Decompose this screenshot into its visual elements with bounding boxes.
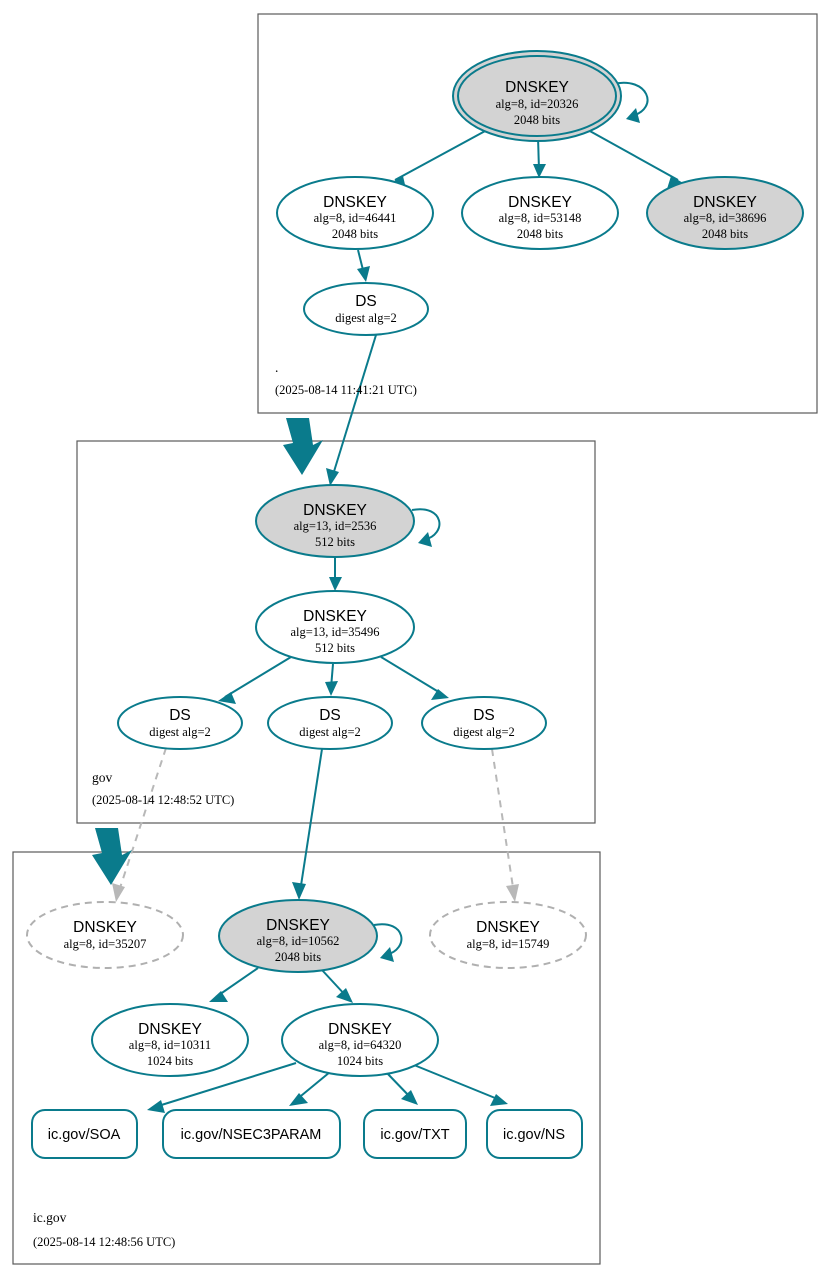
rrset-label: ic.gov/SOA	[48, 1127, 121, 1143]
rrset-label: ic.gov/NS	[503, 1127, 565, 1143]
node-dnskey-icgov-64320[interactable]: DNSKEY alg=8, id=64320 1024 bits	[281, 1003, 439, 1077]
rrset-ic-gov-soa[interactable]: ic.gov/SOA	[31, 1109, 138, 1159]
edge-root-ksk-to-53148	[533, 136, 546, 178]
node-title: DNSKEY	[328, 1021, 392, 1038]
node-keyinfo: alg=13, id=2536	[294, 519, 377, 533]
node-keyinfo: alg=8, id=64320	[319, 1038, 402, 1052]
edge-self-loop-root-ksk	[612, 81, 649, 123]
node-title: DNSKEY	[508, 194, 572, 211]
node-keysize: 2048 bits	[702, 227, 748, 241]
edge-root-ksk-to-38696	[587, 129, 685, 189]
delegation-arrow-root-to-gov	[283, 418, 323, 475]
node-keysize: 512 bits	[315, 641, 355, 655]
zone-box-root	[257, 13, 818, 414]
edge-self-loop-icgov-ksk	[373, 923, 403, 962]
rrset-nodes: ic.gov/SOA ic.gov/NSEC3PARAM ic.gov/TXT …	[31, 1109, 583, 1159]
zone-name-root: .	[275, 360, 278, 375]
edge-icgov-64320-to-soa	[147, 1062, 297, 1113]
node-keyinfo: alg=8, id=53148	[499, 211, 582, 225]
node-digest: digest alg=2	[453, 725, 515, 739]
node-keyinfo: alg=8, id=38696	[684, 211, 767, 225]
node-keysize: 2048 bits	[517, 227, 563, 241]
zone-timestamp-root: (2025-08-14 11:41:21 UTC)	[275, 383, 417, 397]
node-title: DNSKEY	[323, 194, 387, 211]
node-dnskey-icgov-10311[interactable]: DNSKEY alg=8, id=10311 1024 bits	[91, 1003, 249, 1077]
zone-box-gov	[76, 440, 596, 824]
node-keysize: 512 bits	[315, 535, 355, 549]
node-title: DS	[169, 707, 191, 724]
edge-icgov-64320-to-ns	[413, 1064, 508, 1106]
edge-root-ksk-to-46441	[389, 129, 488, 189]
node-keyinfo: alg=8, id=20326	[496, 97, 579, 111]
node-digest: digest alg=2	[149, 725, 211, 739]
node-ds-gov-3[interactable]: DS digest alg=2	[421, 696, 547, 750]
node-keyinfo: alg=8, id=10562	[257, 934, 340, 948]
node-title: DNSKEY	[73, 919, 137, 936]
node-keysize: 2048 bits	[332, 227, 378, 241]
edge-gov-ds1-to-icgov-35207	[112, 747, 167, 902]
zone-name-gov: gov	[92, 770, 113, 785]
node-digest: digest alg=2	[335, 311, 397, 325]
node-dnskey-icgov-15749[interactable]: DNSKEY alg=8, id=15749	[429, 901, 587, 969]
node-title: DS	[473, 707, 495, 724]
zone-delegation-arrows	[92, 418, 323, 885]
node-title: DNSKEY	[476, 919, 540, 936]
node-title: DNSKEY	[266, 917, 330, 934]
node-dnskey-root-53148[interactable]: DNSKEY alg=8, id=53148 2048 bits	[461, 176, 619, 250]
node-dnskey-gov-35496[interactable]: DNSKEY alg=13, id=35496 512 bits	[255, 590, 415, 664]
edge-gov-zsk-to-ds3	[380, 656, 449, 700]
node-keyinfo: alg=8, id=46441	[314, 211, 397, 225]
node-title: DS	[355, 293, 377, 310]
node-keyinfo: alg=8, id=10311	[129, 1038, 211, 1052]
node-dnskey-root-38696[interactable]: DNSKEY alg=8, id=38696 2048 bits	[646, 176, 804, 250]
zone-timestamp-gov: (2025-08-14 12:48:52 UTC)	[92, 793, 234, 807]
edge-icgov-ksk-to-64320	[321, 969, 353, 1003]
graph-nodes: DNSKEY alg=8, id=20326 2048 bits DNSKEY …	[26, 50, 804, 1077]
node-keyinfo: alg=8, id=35207	[64, 937, 147, 951]
graph-edges	[112, 81, 685, 1113]
node-keysize: 1024 bits	[337, 1054, 383, 1068]
node-digest: digest alg=2	[299, 725, 361, 739]
node-ds-root-gov[interactable]: DS digest alg=2	[303, 282, 429, 336]
node-keysize: 2048 bits	[275, 950, 321, 964]
node-dnskey-root-20326[interactable]: DNSKEY alg=8, id=20326 2048 bits	[452, 50, 622, 142]
edge-gov-ds2-to-icgov-ksk	[292, 748, 323, 900]
zone-name-icgov: ic.gov	[33, 1210, 67, 1225]
node-title: DNSKEY	[303, 608, 367, 625]
node-dnskey-gov-2536[interactable]: DNSKEY alg=13, id=2536 512 bits	[255, 484, 415, 558]
edge-icgov-64320-to-txt	[385, 1071, 418, 1105]
node-title: DNSKEY	[693, 194, 757, 211]
edge-root-46441-to-ds	[357, 249, 370, 282]
node-keysize: 2048 bits	[514, 113, 560, 127]
node-dnskey-root-46441[interactable]: DNSKEY alg=8, id=46441 2048 bits	[276, 176, 434, 250]
node-dnskey-icgov-35207[interactable]: DNSKEY alg=8, id=35207	[26, 901, 184, 969]
edge-icgov-64320-to-nsec3param	[289, 1071, 331, 1106]
rrset-ic-gov-txt[interactable]: ic.gov/TXT	[363, 1109, 467, 1159]
node-title: DS	[319, 707, 341, 724]
edge-gov-zsk-to-ds2	[325, 663, 338, 696]
node-title: DNSKEY	[138, 1021, 202, 1038]
edge-self-loop-gov-ksk	[411, 508, 441, 547]
node-ds-gov-2[interactable]: DS digest alg=2	[267, 696, 393, 750]
rrset-ic-gov-ns[interactable]: ic.gov/NS	[486, 1109, 583, 1159]
node-title: DNSKEY	[303, 502, 367, 519]
node-dnskey-icgov-10562[interactable]: DNSKEY alg=8, id=10562 2048 bits	[218, 899, 378, 973]
edge-gov-ksk-to-zsk	[329, 558, 342, 591]
node-keyinfo: alg=13, id=35496	[290, 625, 379, 639]
zone-labels: . (2025-08-14 11:41:21 UTC) gov (2025-08…	[33, 360, 417, 1249]
rrset-ic-gov-nsec3param[interactable]: ic.gov/NSEC3PARAM	[162, 1109, 341, 1159]
edge-gov-ds3-to-icgov-15749	[491, 748, 519, 902]
node-title: DNSKEY	[505, 79, 569, 96]
delegation-arrow-gov-to-icgov	[92, 828, 132, 885]
node-ds-gov-1[interactable]: DS digest alg=2	[117, 696, 243, 750]
edge-gov-zsk-to-ds1	[218, 656, 292, 704]
edge-icgov-ksk-to-10311	[209, 967, 259, 1002]
rrset-label: ic.gov/NSEC3PARAM	[181, 1127, 322, 1143]
rrset-label: ic.gov/TXT	[380, 1127, 449, 1143]
zone-timestamp-icgov: (2025-08-14 12:48:56 UTC)	[33, 1235, 175, 1249]
node-keysize: 1024 bits	[147, 1054, 193, 1068]
edge-root-ds-to-gov-ksk	[326, 334, 377, 486]
node-keyinfo: alg=8, id=15749	[467, 937, 550, 951]
